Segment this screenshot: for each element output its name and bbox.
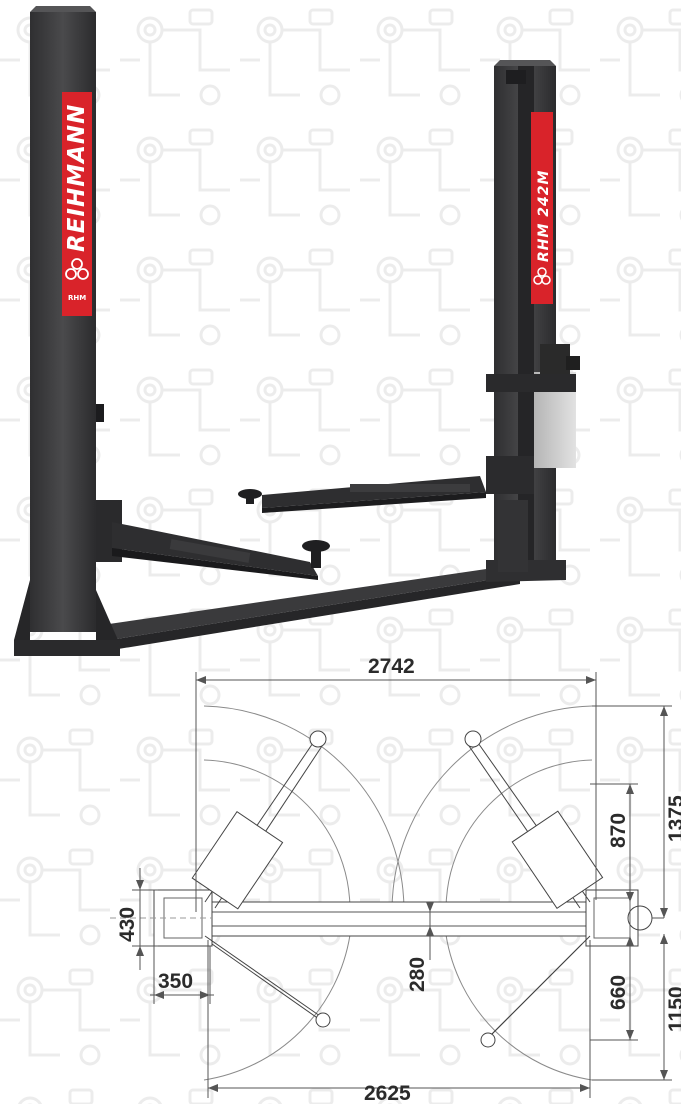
left-lift-arm	[112, 522, 330, 580]
small-badge-text: RHM	[68, 294, 86, 302]
arm-front-left-plan	[191, 730, 327, 910]
dim-column-depth: 430	[116, 907, 139, 942]
dim-base-height: 280	[406, 957, 429, 992]
arc-left-outer	[203, 705, 405, 911]
model-text: RHM 242M	[536, 170, 552, 262]
dim-overall-width: 2742	[368, 655, 415, 678]
arm-rear-right-plan	[480, 935, 591, 1048]
dim-rear-arm-inner: 660	[607, 975, 630, 1010]
lift-illustration: RHM 242M	[14, 6, 580, 656]
dim-front-arm-reach: 1375	[665, 795, 681, 842]
arc-right-outer	[391, 705, 593, 911]
arm-rear-left-plan	[204, 935, 331, 1028]
brand-text: REIHMANN	[64, 104, 90, 252]
base-plate	[95, 567, 520, 640]
dimension-arrows	[136, 676, 668, 1092]
left-column: REIHMANN RHM	[14, 6, 122, 656]
dim-rear-arm-reach: 1150	[665, 986, 681, 1032]
arc-left-inner	[203, 759, 351, 911]
brand-logo-icon	[65, 258, 89, 280]
dimension-labels: 2742 2625 1375 870 1150 660 430 350 280	[116, 655, 681, 1104]
arc-right-inner	[445, 759, 593, 911]
top-view-drawing	[110, 672, 672, 1098]
arc-left-lower	[203, 934, 351, 1081]
arm-front-right-plan	[464, 730, 604, 909]
right-column: RHM 242M	[486, 60, 580, 582]
brand-label	[62, 92, 92, 316]
dim-column-width: 350	[158, 970, 193, 993]
base-beam	[209, 901, 589, 937]
model-label	[531, 112, 553, 304]
dim-front-arm-inner: 870	[607, 813, 630, 848]
right-lift-arm	[238, 476, 486, 513]
dim-inner-width: 2625	[364, 1082, 411, 1104]
